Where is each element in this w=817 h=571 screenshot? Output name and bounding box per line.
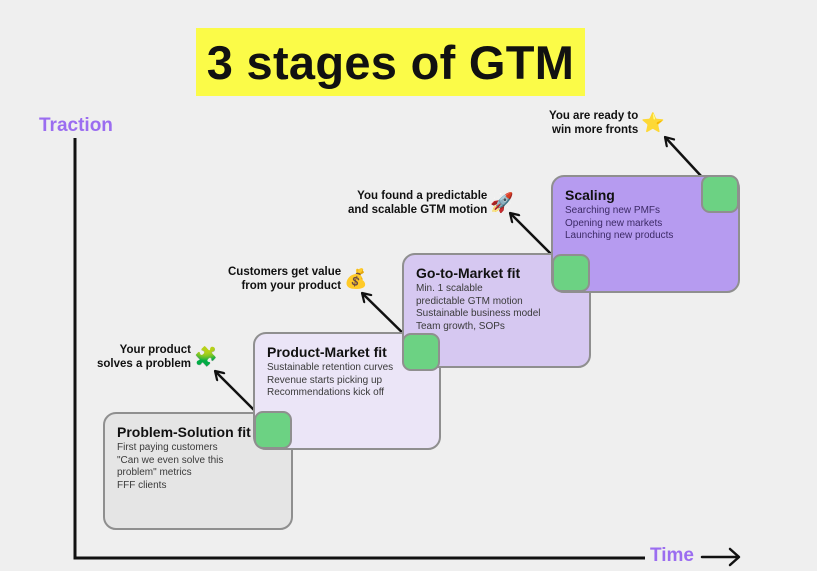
stage-problem-solution-fit: Problem-Solution fit First paying custom… xyxy=(103,412,293,530)
y-axis-label: Traction xyxy=(39,115,113,136)
callout-text: Customers get value from your product xyxy=(228,265,341,293)
stage-bullet: Team growth, SOPs xyxy=(416,320,505,332)
callout-line: Customers get value xyxy=(228,266,342,278)
callout-line: Your product xyxy=(119,344,191,356)
stage-bullet: "Can we even solve this xyxy=(117,454,224,466)
stage-bullet: predictable GTM motion xyxy=(416,295,523,307)
stage-bullet: Searching new PMFs xyxy=(565,205,661,216)
stage-bullet: FFF clients xyxy=(117,479,167,491)
stage-bullet: Opening new markets xyxy=(565,217,663,229)
stage-connector xyxy=(254,411,292,449)
stage-bullet: Min. 1 scalable xyxy=(416,283,483,294)
callout-line: You are ready to xyxy=(549,110,639,122)
callout-line: from your product xyxy=(241,280,342,292)
x-axis-label: Time xyxy=(650,545,695,566)
stage-title: Problem-Solution fit xyxy=(117,424,251,440)
callout-text: You are ready to win more fronts xyxy=(549,109,638,137)
stage-connector xyxy=(701,175,739,213)
stage-bullet: Launching new products xyxy=(565,230,674,241)
stage-bullet: problem" metrics xyxy=(117,467,192,478)
callout-line: solves a problem xyxy=(97,358,191,370)
callout-text: Your product solves a problem xyxy=(97,343,191,371)
stage-connector xyxy=(402,333,440,371)
callout-line: You found a predictable xyxy=(357,190,488,202)
stage-title: Go-to-Market fit xyxy=(416,265,521,281)
stage-bullet: Sustainable business model xyxy=(416,308,541,319)
callout-solves-problem: Your product solves a problem 🧩 xyxy=(97,343,218,371)
y-axis-line xyxy=(73,138,645,560)
star-icon: ⭐ xyxy=(641,112,665,134)
callout-win-more-fronts: You are ready to win more fronts ⭐ xyxy=(549,109,665,137)
stage-bullet: First paying customers xyxy=(117,442,218,453)
stage-bullet: Revenue starts picking up xyxy=(267,374,383,386)
callout-line: win more fronts xyxy=(552,124,639,136)
callout-line: and scalable GTM motion xyxy=(348,204,488,216)
stage-bullet: Recommendations kick off xyxy=(267,387,385,398)
callout-gtm-motion: You found a predictable and scalable GTM… xyxy=(348,189,514,217)
stage-title: Scaling xyxy=(565,187,615,203)
callout-text: You found a predictable and scalable GTM… xyxy=(348,189,487,217)
stage-connector xyxy=(552,254,590,292)
stage-title: Product-Market fit xyxy=(267,344,387,360)
callout-customer-value: Customers get value from your product 💰 xyxy=(228,265,368,293)
stage-bullet: Sustainable retention curves xyxy=(267,362,394,373)
rocket-icon: 🚀 xyxy=(490,192,514,214)
money-bag-icon: 💰 xyxy=(344,268,368,290)
x-axis-arrow xyxy=(700,547,741,567)
page-title: 3 stages of GTM xyxy=(196,28,585,96)
puzzle-piece-icon: 🧩 xyxy=(193,346,218,368)
